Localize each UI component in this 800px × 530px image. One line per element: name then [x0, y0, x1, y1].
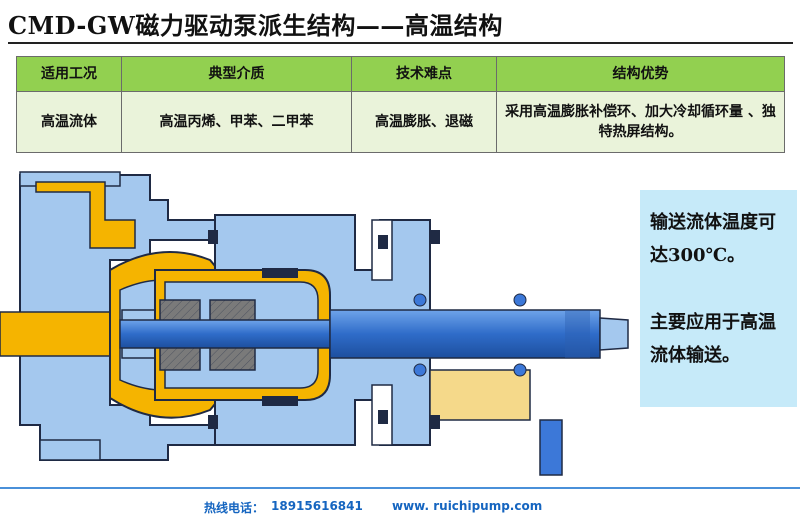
main-shaft [119, 309, 629, 359]
website-link[interactable]: www. ruichipump.com [392, 499, 543, 513]
table-header-row: 适用工况 典型介质 技术难点 结构优势 [16, 56, 785, 92]
hotline-label: 热线电话： [204, 501, 265, 515]
bolts [208, 230, 440, 429]
temperature-note: 输送流体温度可达300℃。 [650, 212, 776, 266]
pump-cross-section-diagram [0, 171, 629, 476]
title-underline [8, 42, 793, 44]
outer-magnet-blocks [262, 268, 298, 406]
header-difficulty: 技术难点 [351, 56, 497, 92]
header-advantage: 结构优势 [496, 56, 785, 92]
info-panel: 输送流体温度可达300℃。 主要应用于高温流体输送。 [640, 190, 797, 407]
footer-divider [0, 487, 800, 489]
page-title: CMD-GW磁力驱动泵派生结构——高温结构 [8, 11, 503, 40]
support-foot [539, 419, 563, 476]
cell-advantage: 采用高温膨胀补偿环、加大冷却循环量 、独特热屏结构。 [496, 91, 785, 153]
header-conditions: 适用工况 [16, 56, 122, 92]
cell-medium: 高温丙烯、甲苯、二甲苯 [121, 91, 352, 153]
bearings [413, 293, 527, 377]
footer: 热线电话： 18915616841 www. ruichipump.com [0, 496, 800, 520]
info-table: 适用工况 典型介质 技术难点 结构优势 高温流体 高温丙烯、甲苯、二甲苯 高温膨… [16, 56, 785, 153]
panel-gap [650, 272, 789, 306]
bearing-oil-chamber [429, 369, 531, 421]
cell-conditions: 高温流体 [16, 91, 122, 153]
cell-difficulty: 高温膨胀、退磁 [351, 91, 497, 153]
application-note: 主要应用于高温流体输送。 [650, 312, 776, 366]
hotline-number: 18915616841 [271, 499, 363, 513]
header-medium: 典型介质 [121, 56, 352, 92]
table-row: 高温流体 高温丙烯、甲苯、二甲苯 高温膨胀、退磁 采用高温膨胀补偿环、加大冷却循… [16, 91, 785, 153]
